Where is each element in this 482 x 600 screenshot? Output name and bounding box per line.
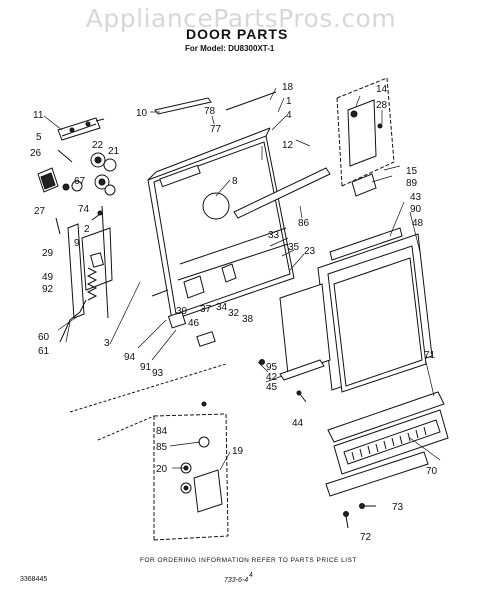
part-outer-panel-48 [317,233,433,393]
callout-22: 22 [92,140,104,151]
callout-77: 77 [210,124,222,135]
callout-28: 28 [376,100,388,111]
callout-61: 61 [38,346,50,357]
part-hinge-11 [57,117,105,141]
page-number: 4 [249,572,253,579]
part-screw-72 [343,511,349,529]
callout-34: 34 [216,302,228,313]
part-95 [259,359,265,365]
callout-26: 26 [30,148,42,159]
callout-74: 74 [78,204,90,215]
callout-42: 42 [266,372,278,383]
callout-12: 12 [282,140,294,151]
callout-15: 15 [406,166,418,177]
callout-20: 20 [156,464,168,475]
callout-27: 27 [34,206,46,217]
part-29 [55,217,61,235]
callout-2: 2 [84,224,90,235]
part-latch-26 [37,149,73,193]
part-door-side-2 [67,205,113,319]
callout-94: 94 [124,352,136,363]
revision-code: 733-6-4 [224,577,249,584]
callout-45: 45 [266,382,278,393]
part-screw-74 [91,210,103,221]
callout-70: 70 [426,466,438,477]
part-insulation-23 [279,283,331,375]
callout-33: 33 [268,230,280,241]
part-kickplate-70 [325,409,449,497]
callout-39: 39 [176,306,188,317]
page-title: DOOR PARTS [186,26,289,42]
callout-38: 38 [242,314,254,325]
callout-11: 11 [33,110,44,121]
callout-37: 37 [200,304,212,315]
callout-89: 89 [406,178,418,189]
callout-92: 92 [42,284,54,295]
callout-84: 84 [156,426,168,437]
part-switch-39 [151,289,216,347]
part-strip-10 [154,97,212,115]
callout-93: 93 [152,368,164,379]
callout-71: 71 [424,350,436,361]
part-screw-44 [296,390,307,403]
callout-14: 14 [376,84,388,95]
part-27 [62,183,70,191]
callout-32: 32 [228,308,240,319]
callout-43: 43 [410,192,422,203]
part-rollers-21-22 [90,152,117,196]
part-spring-60 [59,267,98,343]
part-switch-box-19 [69,363,229,541]
callout-8: 8 [232,176,238,187]
part-rail-86 [233,167,331,219]
callout-5: 5 [36,132,42,143]
callout-23: 23 [304,246,316,257]
document-number: 3368445 [20,576,48,583]
watermark: AppliancePartsPros.com [85,4,397,33]
callout-73: 73 [392,502,404,513]
callout-3: 3 [104,338,110,349]
part-71 [327,391,445,443]
callout-18: 18 [282,82,294,93]
callout-60: 60 [38,332,50,343]
part-45 [279,359,325,381]
callout-90: 90 [410,204,422,215]
callout-91: 91 [140,362,152,373]
model-label: For Model: DU8300XT-1 [185,44,275,53]
part-strip-18 [225,91,277,111]
callout-35: 35 [288,242,300,253]
part-inner-door-1 [147,127,295,321]
callout-1: 1 [286,96,292,107]
part-screw-73 [359,503,376,509]
callout-44: 44 [292,418,304,429]
callout-48: 48 [412,218,424,229]
callout-4: 4 [286,110,292,121]
ordering-note: FOR ORDERING INFORMATION REFER TO PARTS … [140,557,357,564]
callout-19: 19 [232,446,244,457]
callout-9: 9 [74,238,80,249]
callout-29: 29 [42,248,54,259]
callout-labels: 11 10 78 18 1 5 22 77 4 14 28 26 21 12 6… [30,82,438,543]
callout-78: 78 [204,106,216,117]
part-hinge-assembly-14 [336,77,395,197]
leader-lines [43,87,441,471]
part-trim-43 [329,227,403,261]
callout-86: 86 [298,218,310,229]
callout-10: 10 [136,108,148,119]
callout-46: 46 [188,318,200,329]
callout-21: 21 [108,146,120,157]
callout-85: 85 [156,442,168,453]
part-67 [71,180,83,192]
callout-49: 49 [42,272,54,283]
callout-72: 72 [360,532,372,543]
callout-95: 95 [266,362,278,373]
callout-67: 67 [74,176,86,187]
